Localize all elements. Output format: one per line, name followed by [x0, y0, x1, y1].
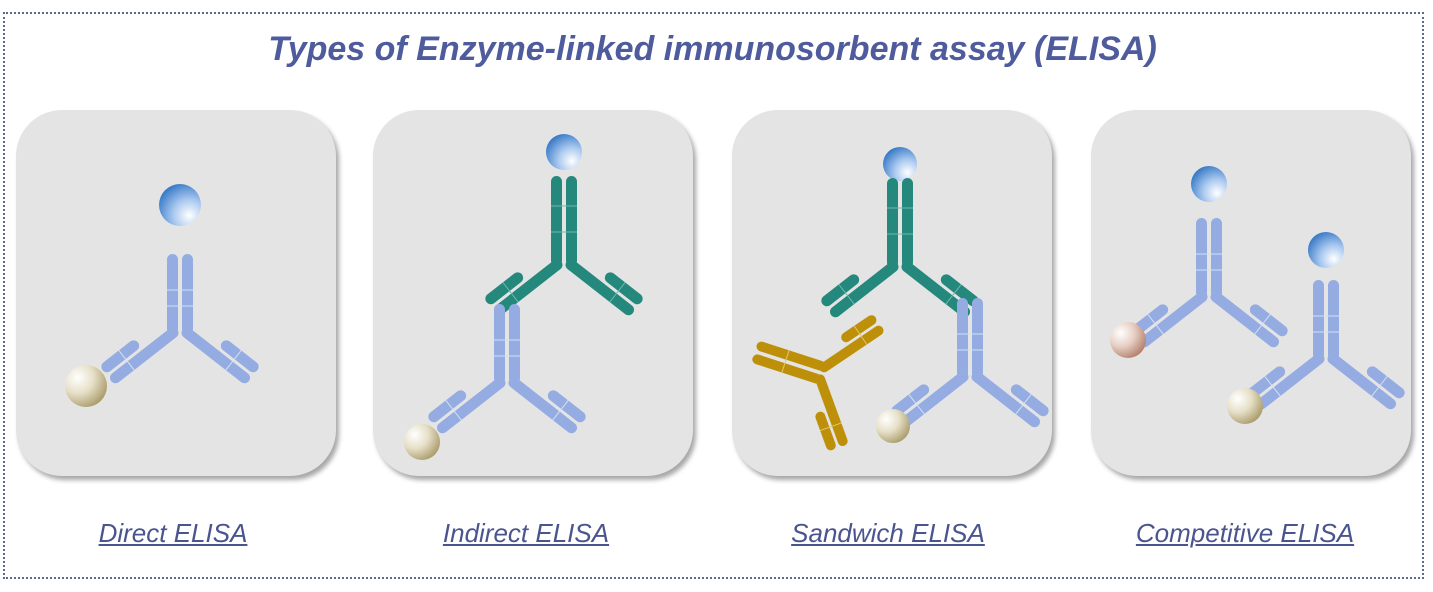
enzyme-icon	[1191, 166, 1227, 202]
enzyme-icon	[546, 134, 582, 170]
enzyme-icon	[883, 147, 917, 181]
antigen-icon	[65, 365, 107, 407]
primary-antibody-icon	[98, 253, 262, 387]
competitor-antigen-icon	[1110, 322, 1146, 358]
panel-indirect-elisa	[373, 110, 693, 476]
antibody-icon	[1127, 217, 1291, 351]
secondary-antibody-icon	[482, 175, 646, 319]
antigen-icon	[404, 424, 440, 460]
antigen-icon	[876, 409, 910, 443]
diagram-frame	[3, 12, 1424, 579]
antibody-icon	[1244, 279, 1408, 413]
panel-direct-elisa	[16, 110, 336, 476]
primary-antibody-icon	[425, 303, 589, 437]
indirect-elisa-link[interactable]: Indirect ELISA	[442, 518, 610, 548]
panel-competitive-elisa	[1091, 110, 1411, 476]
direct-elisa-link[interactable]: Direct ELISA	[98, 518, 248, 548]
competitive-elisa-link[interactable]: Competitive ELISA	[1135, 518, 1355, 548]
antigen-icon	[1227, 388, 1263, 424]
enzyme-icon	[1308, 232, 1344, 268]
enzyme-icon	[159, 184, 201, 226]
sandwich-elisa-link[interactable]: Sandwich ELISA	[791, 518, 985, 548]
primary-antibody-icon	[888, 297, 1052, 431]
capture-antibody-icon	[732, 281, 891, 458]
panel-sandwich-elisa	[732, 110, 1052, 476]
diagram-title: Types of Enzyme-linked immunosorbent ass…	[268, 30, 1157, 68]
detection-antibody-icon	[818, 177, 982, 321]
